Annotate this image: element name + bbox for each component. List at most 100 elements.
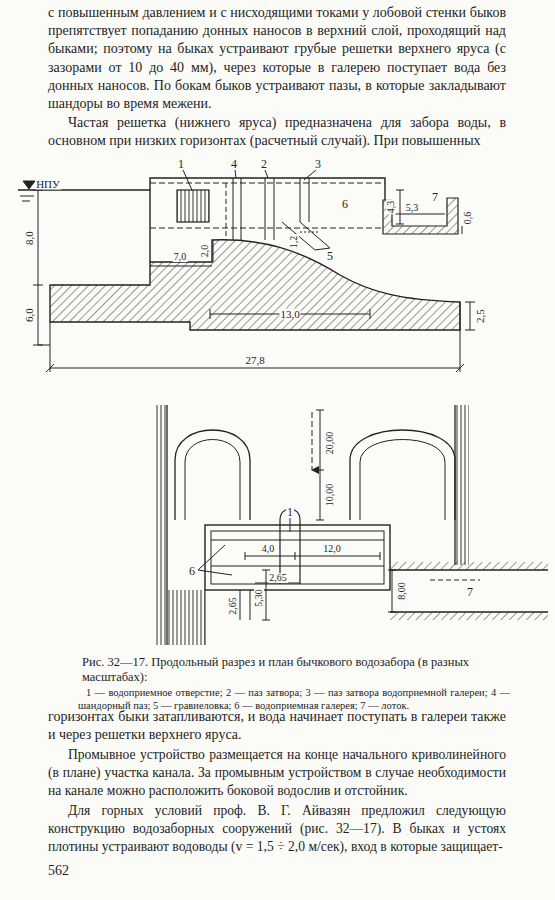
drawing-stroke (210, 309, 211, 319)
body-paragraph: Для горных условий проф. В. Г. Айвазян п… (48, 802, 506, 857)
drawing-stroke (205, 590, 206, 645)
drawing-stroke (390, 612, 548, 620)
drawing-stroke (262, 570, 270, 571)
drawing-stroke (396, 224, 404, 225)
drawing-stroke (177, 190, 209, 222)
drawing-stroke (185, 440, 240, 521)
drawing-stroke (211, 566, 384, 567)
drawing-stroke (245, 552, 246, 560)
drawing-stroke (312, 412, 313, 470)
drawing-stroke (300, 178, 301, 222)
drawing-stroke (454, 405, 455, 565)
drawing-stroke (155, 405, 167, 645)
longitudinal-section (18, 170, 475, 372)
drawing-stroke (360, 440, 445, 521)
drawing-stroke (295, 552, 296, 560)
drawing-stroke (395, 214, 445, 215)
dimension-label: 7,0 (173, 252, 188, 262)
drawing-stroke (226, 183, 227, 240)
body-paragraph: Частая решетка (нижнего яруса) предназна… (48, 114, 506, 150)
dimension-label: 5,3 (405, 203, 420, 213)
callout-number: 6 (188, 565, 196, 577)
dimension-label: 0,6 (463, 211, 473, 226)
drawing-stroke (150, 228, 383, 229)
drawing-stroke (38, 190, 39, 345)
drawing-stroke (50, 240, 460, 330)
drawing-stroke (23, 181, 35, 189)
drawing-stroke (205, 525, 390, 590)
drawing-stroke (266, 570, 267, 620)
drawing-stroke (20, 196, 34, 197)
drawing-stroke (456, 364, 464, 372)
drawing-stroke (383, 198, 458, 234)
figure-caption: Рис. 32—17. Продольный разрез и план быч… (82, 655, 512, 685)
drawing-stroke (430, 580, 480, 581)
drawing-stroke (316, 410, 324, 411)
drawing-stroke (455, 405, 469, 565)
callout-number: 1 (286, 506, 294, 518)
dimension-label: 4,0 (261, 544, 276, 554)
drawing-stroke (213, 240, 214, 262)
callout-number: 2 (260, 158, 268, 170)
drawing-stroke (241, 178, 242, 240)
drawing-stroke (282, 222, 330, 250)
caption-key: 1 — водоприемное отверстие; 2 — паз затв… (78, 686, 510, 712)
drawing-stroke (274, 178, 275, 240)
drawing-stroke (462, 226, 463, 234)
dimension-label: 10,00 (325, 483, 335, 508)
callout-number: 4 (230, 158, 238, 170)
dimension-label: 4,3 (386, 200, 396, 215)
drawing-stroke (211, 531, 384, 584)
dimension-label: 27,8 (244, 355, 265, 366)
drawing-stroke (240, 590, 241, 620)
dimension-label: 2,65 (268, 573, 288, 583)
dimension-label: 8,00 (397, 581, 407, 601)
drawing-stroke (33, 190, 43, 191)
body-paragraph: с повышенным давлением и с нисходящими т… (48, 4, 506, 113)
dimension-label: 20,00 (325, 431, 335, 456)
dimension-label: 2,65 (228, 596, 238, 616)
dimension-label: 1,2 (289, 235, 299, 250)
callout-number: 5 (326, 250, 334, 262)
dimension-label: 2,0 (200, 244, 210, 259)
drawing-stroke (309, 178, 310, 222)
drawing-stroke (316, 470, 324, 471)
drawing-stroke (33, 285, 43, 286)
drawing-stroke (167, 590, 205, 645)
drawing-stroke (175, 430, 250, 520)
drawing-stroke (316, 520, 324, 521)
drawing-stroke (46, 364, 54, 372)
drawing-stroke (390, 562, 548, 570)
drawing-stroke (470, 302, 471, 330)
drawing-stroke (265, 178, 266, 240)
plan-view (155, 405, 548, 645)
drawing-stroke (50, 368, 460, 369)
dimension-label: 6,0 (24, 307, 35, 323)
drawing-stroke (300, 232, 318, 233)
drawing-stroke (465, 302, 475, 303)
drawing-stroke (370, 309, 371, 319)
dimension-label: 13,0 (279, 309, 300, 320)
drawing-stroke (250, 590, 251, 620)
drawing-stroke (150, 183, 385, 184)
drawing-stroke (38, 345, 50, 346)
drawing-stroke (396, 190, 404, 191)
drawing-stroke (245, 556, 380, 557)
drawing-stroke (350, 430, 455, 520)
drawing-stroke (233, 178, 234, 240)
drawing-stroke (390, 570, 548, 612)
drawing-stroke (50, 322, 51, 372)
callout-number: 1 (177, 158, 185, 170)
drawing-stroke (380, 552, 381, 560)
body-paragraph: горизонтах быки затапливаются, и вода на… (48, 708, 506, 744)
callout-number: 6 (341, 198, 349, 210)
drawing-stroke (18, 189, 150, 190)
drawing-stroke (211, 540, 384, 541)
callout-number: 3 (314, 158, 322, 170)
drawing-stroke (262, 620, 270, 621)
drawing-stroke (290, 518, 291, 532)
drawing-stroke (388, 570, 396, 571)
callout-number: 7 (431, 191, 439, 203)
dimension-label: 12,0 (322, 544, 342, 554)
dimension-label: 2,5 (475, 308, 486, 324)
